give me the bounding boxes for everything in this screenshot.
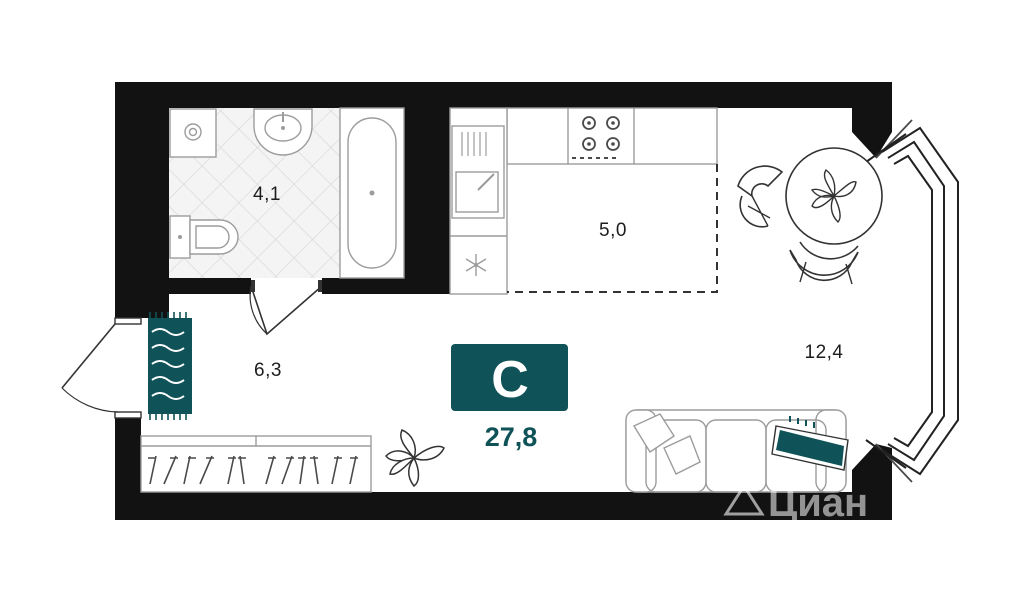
stove-icon — [572, 116, 620, 159]
dining-table-icon — [785, 147, 883, 245]
kitchen-sink-icon — [451, 125, 505, 219]
washing-machine-icon — [169, 108, 217, 158]
unit-type-letter: С — [491, 351, 529, 409]
total-area: 27,8 — [485, 422, 538, 452]
watermark: Циан — [723, 481, 868, 525]
houseplant-icon — [810, 168, 857, 223]
kitchen — [449, 107, 718, 295]
chair-icon — [789, 241, 859, 285]
toilet-icon — [169, 215, 239, 259]
window-icon — [865, 119, 959, 483]
wardrobe-icon — [140, 435, 372, 493]
fridge-icon — [465, 254, 487, 276]
unit-type-badge: С — [451, 344, 568, 411]
plaid-icon — [771, 416, 849, 471]
bathtub-icon — [339, 107, 405, 279]
watermark-text: Циан — [768, 481, 868, 525]
rug-icon — [148, 312, 192, 420]
bathroom — [169, 107, 405, 336]
area-label-bathroom: 4,1 — [253, 184, 281, 205]
sink-icon — [253, 108, 313, 156]
door-icon[interactable] — [249, 280, 323, 336]
walls — [115, 82, 892, 520]
door-icon[interactable] — [61, 317, 142, 419]
chair-icon — [737, 165, 784, 228]
area-label-hallway: 6,3 — [254, 360, 282, 381]
houseplant-icon — [385, 429, 445, 488]
area-label-kitchen: 5,0 — [599, 220, 627, 241]
area-label-living: 12,4 — [805, 342, 844, 363]
